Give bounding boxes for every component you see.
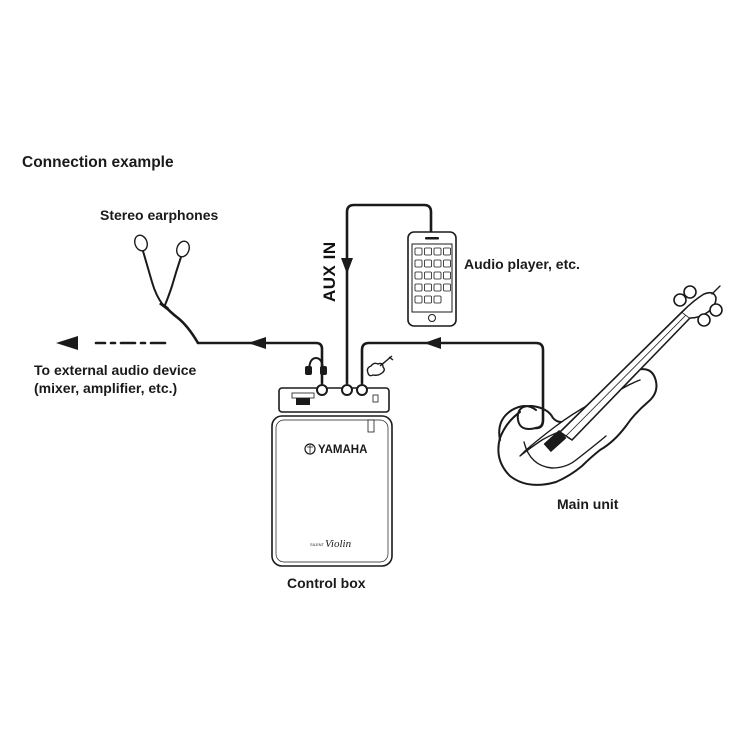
app-tile-icon: [433, 271, 442, 280]
app-tile-icon: [424, 259, 432, 268]
arrow-left-icon: [424, 337, 441, 349]
yamaha-logo-text: YAMAHA: [318, 444, 367, 456]
app-tile-icon: [433, 247, 442, 256]
violin-brand-script: Violin: [325, 538, 352, 550]
app-tile-icon: [414, 283, 423, 292]
app-tile-icon: [414, 271, 423, 280]
main-unit-label: Main unit: [557, 496, 619, 512]
headphone-icon: [305, 356, 327, 375]
instrument-cable: [360, 341, 545, 430]
app-tile-icon: [424, 271, 432, 280]
app-tile-icon: [433, 259, 442, 268]
aux-in-cable: [345, 203, 433, 385]
app-tile-icon: [433, 295, 442, 304]
earphones-icon: [134, 234, 200, 344]
diagram-title: Connection example: [22, 154, 174, 171]
control-box: YAMAHA SILENT Violin: [271, 384, 393, 567]
app-tile-icon: [443, 259, 451, 268]
arrow-left-icon: [56, 336, 78, 350]
arrow-down-icon: [341, 258, 353, 274]
app-tile-icon: [414, 295, 423, 304]
external-audio-label-line1: To external audio device: [34, 362, 197, 378]
app-tile-icon: [424, 247, 432, 256]
app-tile-icon: [414, 259, 423, 268]
app-tile-icon: [443, 283, 451, 292]
app-tile-icon: [424, 283, 432, 292]
stereo-earphones-label: Stereo earphones: [100, 207, 219, 223]
arrow-left-icon: [248, 337, 266, 349]
app-tile-icon: [433, 283, 442, 292]
app-tile-icon: [424, 295, 432, 304]
silent-brand-small: SILENT: [310, 542, 325, 547]
external-audio-label-line2: (mixer, amplifier, etc.): [34, 380, 178, 396]
app-tile-icon: [414, 247, 423, 256]
violin-main-unit-icon: [497, 285, 723, 486]
violin-icon: [366, 355, 394, 377]
app-tile-icon: [443, 271, 451, 280]
audio-player-label: Audio player, etc.: [464, 256, 580, 272]
app-tile-icon: [443, 247, 451, 256]
audio-player-icon: [407, 231, 457, 327]
control-box-label: Control box: [287, 575, 366, 591]
output-cable: [196, 341, 324, 385]
